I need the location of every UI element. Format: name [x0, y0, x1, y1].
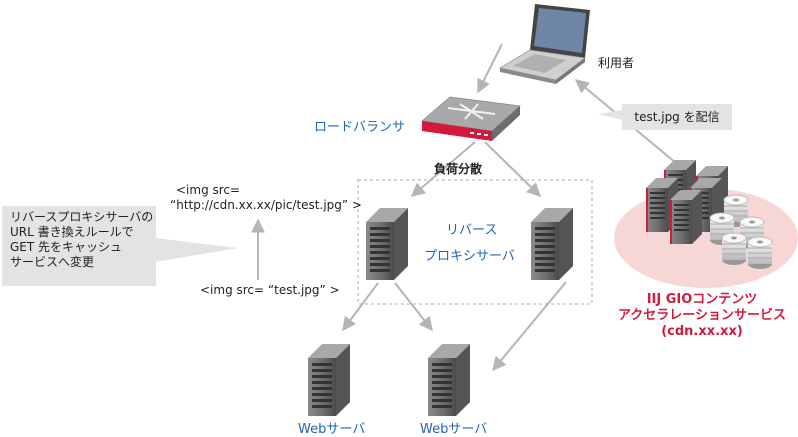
- web-server-right-icon: [428, 344, 470, 416]
- cdn-service-label: IIJ GIOコンテンツ アクセラレーションサービス (cdn.xx.xx): [612, 292, 792, 340]
- note-rewrite-line4: サービスへ変更: [10, 255, 95, 269]
- load-balancer-label: ロードバランサ: [314, 120, 406, 135]
- reverse-proxy-server-right-icon: [531, 208, 573, 280]
- note-deliver-pointer: [598, 110, 622, 120]
- note-rewrite-line3: GET 先をキャッシュ: [10, 240, 123, 254]
- note-rewrite-line2: URL 書き換えルールで: [10, 225, 134, 239]
- web-server-left-label: Webサーバ: [298, 422, 366, 437]
- user-label: 利用者: [598, 56, 635, 70]
- load-balancer-icon: [421, 96, 521, 141]
- cdn-service-line2: アクセラレーションサービス: [617, 308, 787, 323]
- load-distribution-label: 負荷分散: [434, 162, 483, 176]
- note-pointer: [155, 238, 238, 262]
- flow-arrows: [251, 43, 677, 372]
- cdn-service-line3: (cdn.xx.xx): [661, 324, 743, 339]
- web-server-right-label: Webサーバ: [420, 422, 488, 437]
- reverse-proxy-label-line2: プロキシサーバ: [424, 249, 515, 264]
- img-cdn-line1: <img src=: [176, 183, 241, 197]
- img-cdn-line2: “http://cdn.xx.xx/pic/test.jpg” >: [170, 198, 362, 212]
- reverse-proxy-group: [357, 179, 593, 305]
- reverse-proxy-label-line1: リバース: [446, 223, 498, 238]
- note-deliver: test.jpg を配信: [622, 104, 732, 130]
- web-server-left-icon: [308, 344, 350, 416]
- laptop-icon: [498, 4, 590, 84]
- note-rewrite-line1: リバースプロキシサーバの: [10, 210, 154, 224]
- note-rewrite: リバースプロキシサーバの URL 書き換えルールで GET 先をキャッシュ サー…: [2, 206, 156, 286]
- cdn-service-line1: IIJ GIOコンテンツ: [646, 292, 758, 307]
- reverse-proxy-server-left-icon: [366, 208, 408, 280]
- img-local-label: <img src= “test.jpg” >: [200, 283, 340, 297]
